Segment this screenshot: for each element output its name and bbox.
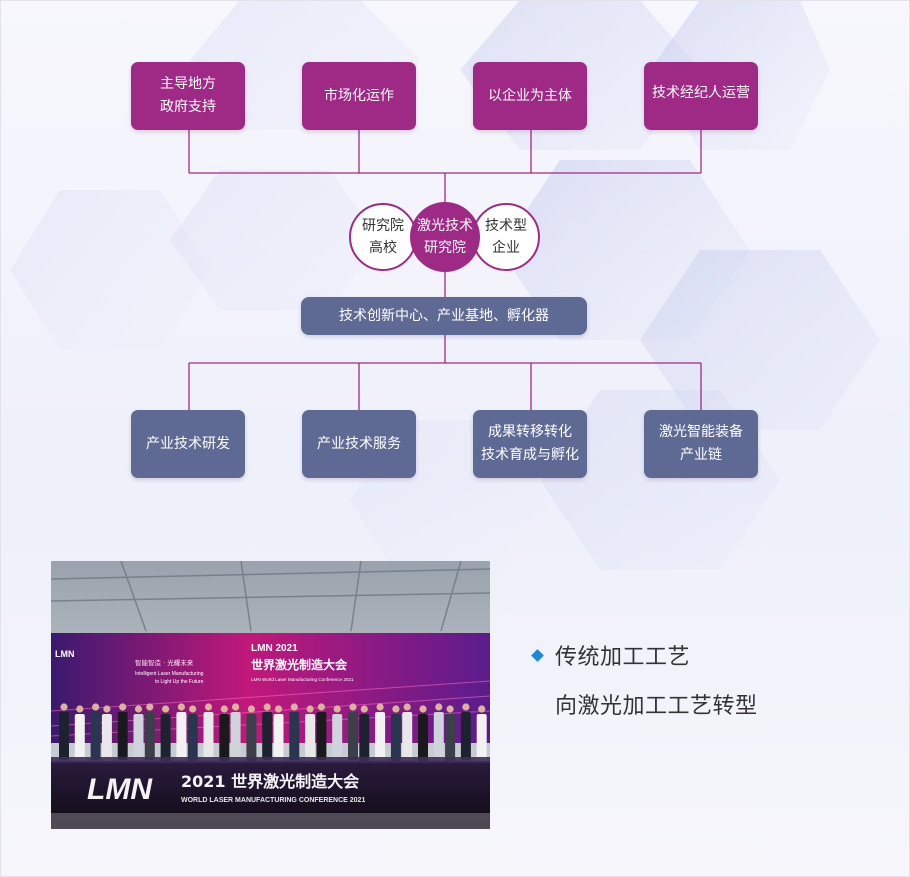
bottom-box-line2: 产业链 (680, 447, 722, 463)
caption-line2: 向激光加工工艺转型 (555, 694, 758, 719)
photo-banner-logo: LMN (87, 773, 153, 806)
circle-line1: 技术型 (485, 218, 527, 234)
bottom-box-line1: 成果转移转化 (488, 424, 572, 440)
circle-research-university: 研究院 高校 (349, 203, 417, 271)
bottom-box-transfer: 成果转移转化 技术育成与孵化 (473, 410, 587, 478)
top-box-market-operation: 市场化运作 (302, 62, 416, 130)
photo-screen-cn: 世界激光制造大会 (251, 657, 348, 672)
top-box-enterprise-subject: 以企业为主体 (473, 62, 587, 130)
circle-line2: 高校 (369, 240, 397, 256)
circle-laser-institute: 激光技术 研究院 (410, 202, 480, 272)
innovation-center-label: 技术创新中心、产业基地、孵化器 (339, 307, 549, 324)
conference-photo: LMN 智能智造 · 光耀未来 Intelligent Laser Manufa… (51, 561, 490, 829)
bottom-box-line1: 产业技术研发 (146, 435, 230, 452)
top-box-government-support: 主导地方 政府支持 (131, 62, 245, 130)
bottom-box-service: 产业技术服务 (302, 410, 416, 478)
photo-screen-title: LMN 2021 (251, 643, 298, 654)
top-box-line1: 以企业为主体 (488, 87, 572, 104)
photo-slogan-en2: to Light Up the Future (155, 679, 204, 685)
caption: 传统加工工艺 向激光加工工艺转型 (531, 640, 758, 720)
bottom-box-line2: 技术育成与孵化 (481, 447, 579, 463)
top-box-line2: 政府支持 (160, 99, 216, 115)
photo-screen-en: LMN World Laser Manufacturing Conference… (251, 677, 354, 682)
circle-line2: 企业 (492, 240, 520, 256)
top-box-line1: 主导地方 (160, 76, 216, 92)
caption-line1: 传统加工工艺 (555, 645, 691, 670)
circle-line1: 研究院 (362, 218, 404, 234)
photo-slogan-en1: Intelligent Laser Manufacturing (135, 671, 204, 677)
photo-slogan-cn: 智能智造 · 光耀未来 (135, 658, 194, 667)
bottom-box-line1: 激光智能装备 (659, 424, 743, 440)
bottom-box-equipment-chain: 激光智能装备 产业链 (644, 410, 758, 478)
bottom-box-line1: 产业技术服务 (317, 435, 401, 452)
bottom-box-rnd: 产业技术研发 (131, 410, 245, 478)
top-box-line1: 市场化运作 (324, 87, 394, 104)
top-box-line1: 技术经纪人运营 (652, 84, 750, 101)
circle-line1: 激光技术 (417, 218, 473, 234)
circle-line2: 研究院 (424, 240, 466, 256)
diamond-bullet-icon (531, 648, 544, 662)
photo-people (59, 703, 487, 762)
photo-banner-en: WORLD LASER MANUFACTURING CONFERENCE 202… (181, 797, 365, 804)
innovation-center-bar: 技术创新中心、产业基地、孵化器 (301, 297, 587, 335)
photo-banner-cn: 2021 世界激光制造大会 (181, 772, 359, 791)
circle-tech-enterprise: 技术型 企业 (472, 203, 540, 271)
top-box-tech-broker: 技术经纪人运营 (644, 62, 758, 130)
photo-screen-logo: LMN (55, 649, 75, 659)
